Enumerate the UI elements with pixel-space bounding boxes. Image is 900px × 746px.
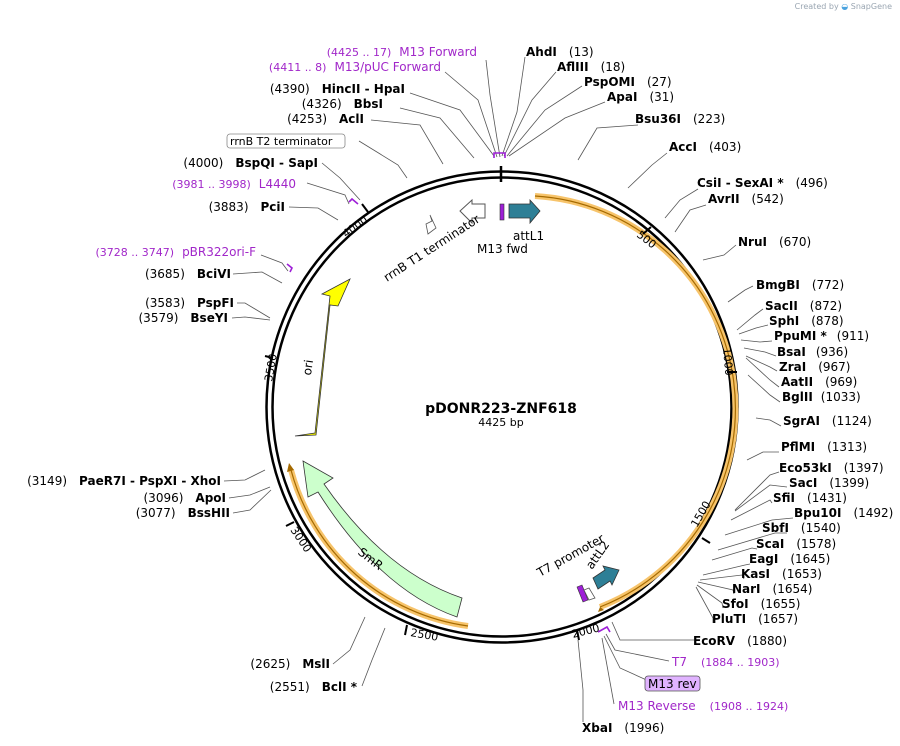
enzyme-label-right: SfiI(1431) (773, 491, 847, 505)
primer-label: M13 Reverse(1908 .. 1924) (618, 699, 788, 713)
enzyme-label-right: KasI(1653) (741, 567, 822, 581)
enzyme-label-right: NarI(1654) (732, 582, 812, 596)
watermark-prefix: Created by (794, 2, 839, 11)
leader-lines (223, 56, 794, 722)
enzyme-label-left: (3583)PspFI (145, 296, 234, 310)
attl1-label: attL1 (513, 229, 544, 243)
enzyme-label-left: (3685)BciVI (145, 267, 231, 281)
primer-label: (4425 .. 17)M13 Forward (327, 45, 477, 59)
enzyme-label-right: AccI(403) (669, 140, 741, 154)
watermark-brand: SnapGene (850, 2, 892, 11)
tick-label: 3000 (288, 524, 314, 554)
ori-arrow (294, 278, 351, 437)
m13-fwd-label: M13 fwd (477, 242, 528, 256)
enzyme-label-right: ZraI(967) (779, 360, 850, 374)
snapgene-watermark: Created by ◒ SnapGene (795, 2, 892, 11)
enzyme-label-right: AhdI(13) (526, 45, 594, 59)
enzyme-label-right: CsiI - SexAI *(496) (697, 176, 828, 190)
enzyme-label-right: PspOMI(27) (584, 75, 672, 89)
enzyme-label-left: (4000)BspQI - SapI (183, 156, 318, 170)
coordinate-ticks (264, 203, 737, 641)
snapgene-logo-icon: ◒ (841, 2, 849, 11)
enzyme-label-right: PflMI(1313) (781, 440, 867, 454)
enzyme-label-right: SfoI(1655) (722, 597, 800, 611)
tick-label: 2500 (409, 626, 439, 644)
rrnb-t2-arrow (425, 214, 437, 235)
m13-rev-label: M13 rev (648, 677, 697, 691)
enzyme-label-left: (2551)BclI * (270, 680, 358, 694)
smr-arrow (302, 460, 463, 618)
enzyme-label-left: (3579)BseYI (139, 311, 229, 325)
orf-band-right-line (534, 195, 737, 608)
primer-labels: (4425 .. 17)M13 Forward (4411 .. 8)M13/p… (96, 45, 789, 713)
enzyme-label-right: PluTI(1657) (712, 612, 798, 626)
enzyme-label-right: SgrAI(1124) (783, 414, 872, 428)
enzyme-label-right: AflIII(18) (557, 60, 625, 74)
rrnb-t2-label: rrnB T2 terminator (230, 135, 333, 148)
orf-band-left-line (290, 469, 469, 627)
enzyme-label-right: SacII(872) (765, 299, 842, 313)
enzyme-label-right: BmgBI(772) (756, 278, 844, 292)
enzyme-label-right: Bsu36I(223) (635, 112, 725, 126)
primer-label: (3728 .. 3747)pBR322ori-F (96, 245, 257, 259)
m13-rev-mark (576, 584, 589, 603)
primer-label: T7(1884 .. 1903) (671, 655, 780, 669)
orf-arrow-head-left (287, 463, 294, 472)
enzyme-label-right: AvrII(542) (708, 192, 784, 206)
enzyme-label-right: PpuMI *(911) (774, 329, 869, 343)
enzyme-label-right: AatII(969) (781, 375, 857, 389)
primer-label: (4411 .. 8)M13/pUC Forward (269, 60, 441, 74)
primer-label: (3981 .. 3998)L4440 (172, 177, 296, 191)
rrnb-t2-label-box (226, 133, 346, 149)
tick-label: 1000 (720, 347, 735, 376)
ori-label: ori (300, 359, 316, 376)
enzyme-label-left: (2625)MslI (250, 657, 330, 671)
right-enzyme-labels: AhdI(13) AflIII(18) PspOMI(27) ApaI(31) … (526, 45, 893, 735)
insert-orf-band (287, 193, 739, 629)
enzyme-label-right: Eco53kI(1397) (779, 461, 884, 475)
m13-rev-label-box (644, 675, 701, 692)
left-enzyme-labels: (4390)HincII - HpaI (4326)BbsI (4253)Acl… (27, 82, 405, 694)
tick-label: 4000 (340, 213, 370, 240)
enzyme-label-right: EagI(1645) (749, 552, 830, 566)
enzyme-label-left: (3883)PciI (209, 200, 285, 214)
enzyme-label-left: (3149)PaeR7I - PspXI - XhoI (27, 474, 221, 488)
enzyme-label-right: BglII(1033) (782, 390, 861, 404)
enzyme-label-left: (4326)BbsI (302, 97, 383, 111)
enzyme-label-right: SacI(1399) (789, 476, 869, 490)
enzyme-label-right: NruI(670) (738, 235, 811, 249)
enzyme-label-right: EcoRV(1880) (693, 634, 787, 648)
orf-arrow-head-right (598, 607, 604, 612)
m13-fwd-mark (499, 203, 505, 221)
tick-label: 3500 (262, 353, 280, 383)
enzyme-label-right: SbfI(1540) (762, 521, 841, 535)
enzyme-label-right: XbaI(1996) (582, 721, 664, 735)
enzyme-label-left: (3077)BssHII (136, 506, 230, 520)
attl2-arrow (592, 565, 620, 590)
enzyme-label-right: ApaI(31) (607, 90, 674, 104)
enzyme-label-right: BsaI(936) (777, 345, 848, 359)
map-title: pDONR223-ZNF618 (425, 401, 577, 417)
t7-promoter-mark (583, 587, 596, 601)
primer-marks (286, 152, 611, 633)
enzyme-label-left: (4390)HincII - HpaI (270, 82, 405, 96)
enzyme-label-left: (4253)AclI (287, 112, 364, 126)
map-size: 4425 bp (478, 416, 523, 429)
enzyme-label-right: ScaI(1578) (756, 537, 836, 551)
coordinate-tick-labels: 500 1000 1500 2000 2500 3000 3500 4000 (262, 213, 735, 643)
enzyme-label-right: Bpu10I(1492) (794, 506, 893, 520)
enzyme-label-left: (3096)ApoI (144, 491, 227, 505)
enzyme-label-right: SphI(878) (769, 314, 844, 328)
attl1-arrow (508, 198, 541, 225)
rrnb-t1-arrow (459, 198, 486, 225)
